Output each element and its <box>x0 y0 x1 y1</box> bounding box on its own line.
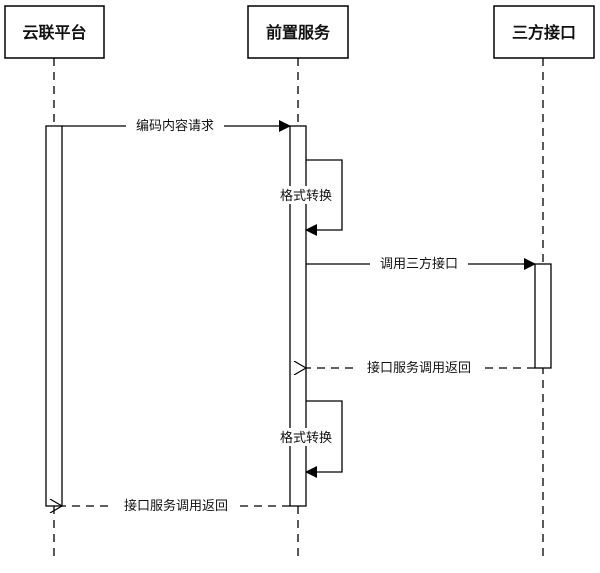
participant-box <box>493 5 595 59</box>
participant-label: 三方接口 <box>512 23 576 42</box>
message-call-third-party: 调用三方接口 <box>306 255 536 272</box>
message-label: 接口服务调用返回 <box>367 360 471 376</box>
message-self-format-2: 格式转换 <box>272 400 343 478</box>
participant-sanfang: 三方接口 <box>493 5 595 59</box>
label-bg <box>272 186 340 204</box>
participant-label: 前置服务 <box>266 23 331 42</box>
self-loop-arrow <box>305 400 343 478</box>
message-label: 调用三方接口 <box>380 256 458 272</box>
label-bg <box>370 255 468 272</box>
label-bg <box>112 497 240 514</box>
participant-label: 云联平台 <box>22 23 86 42</box>
participant-qianzhi: 前置服务 <box>247 5 349 59</box>
label-bg <box>272 428 340 446</box>
activation-bar-qianzhi <box>289 125 307 507</box>
participant-box <box>4 5 105 59</box>
self-loop-arrow <box>305 159 343 236</box>
activation-bar-yunlian <box>45 125 63 507</box>
message-label: 接口服务调用返回 <box>124 498 228 514</box>
participant-yunlian: 云联平台 <box>4 5 105 59</box>
activation-bar-sanfang <box>534 263 552 369</box>
message-self-format-1: 格式转换 <box>272 159 343 236</box>
message-return-platform: 接口服务调用返回 <box>62 497 290 514</box>
participant-box <box>247 5 349 59</box>
label-bg <box>126 117 224 134</box>
label-bg <box>355 359 483 376</box>
message-label: 格式转换 <box>280 430 332 446</box>
message-encode-request: 编码内容请求 <box>62 117 291 134</box>
message-return-third-party: 接口服务调用返回 <box>306 359 535 376</box>
message-label: 格式转换 <box>280 188 332 204</box>
message-label: 编码内容请求 <box>136 118 214 134</box>
